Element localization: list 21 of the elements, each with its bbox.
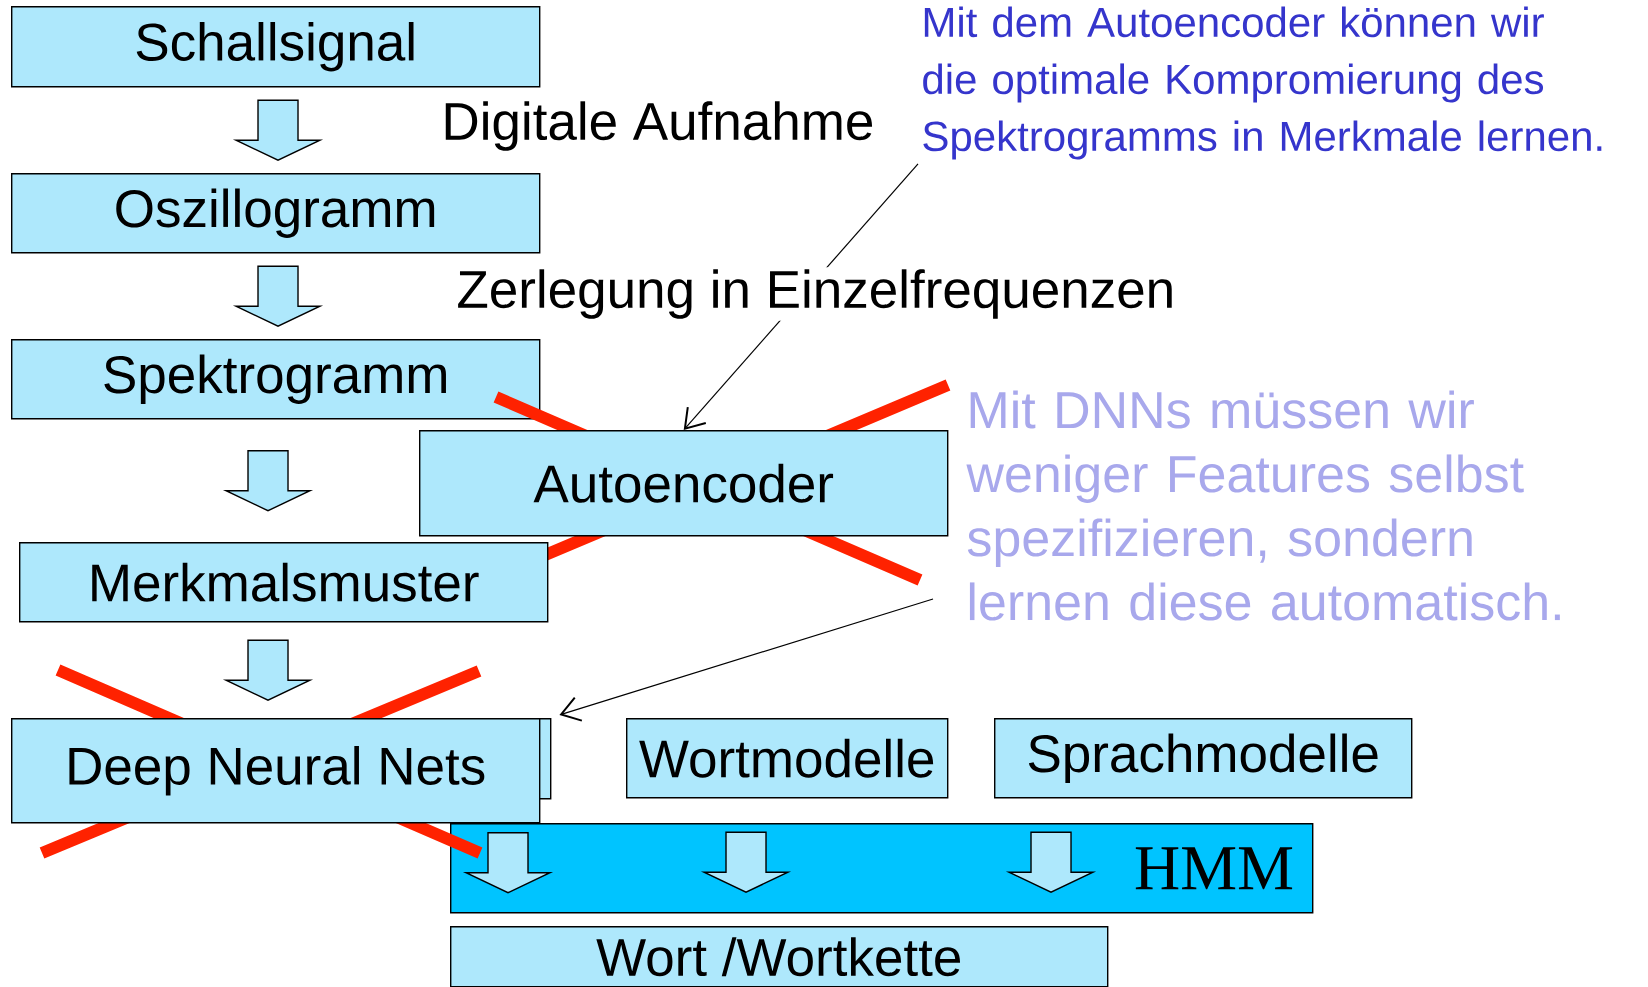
block-arrow bbox=[700, 831, 792, 893]
process-box: Merkmalsmuster bbox=[19, 542, 549, 623]
block-arrow bbox=[222, 450, 314, 512]
process-box: Sprachmodelle bbox=[994, 718, 1413, 799]
process-box: Schallsignal bbox=[11, 6, 541, 88]
block-arrow bbox=[222, 639, 314, 701]
process-box: Spektrogramm bbox=[11, 339, 541, 420]
step-label: Zerlegung in Einzelfrequenzen bbox=[454, 267, 1178, 321]
block-arrow bbox=[462, 832, 554, 894]
leader-line bbox=[559, 598, 934, 722]
process-box: Wort /Wortkette bbox=[450, 926, 1109, 987]
process-box: Oszillogramm bbox=[11, 173, 541, 254]
process-box: Autoencoder bbox=[419, 430, 949, 537]
hmm-band: HMM bbox=[450, 823, 1314, 914]
step-label: Digitale Aufnahme bbox=[439, 99, 877, 153]
block-arrow bbox=[232, 99, 324, 161]
block-arrow bbox=[1005, 831, 1097, 893]
annotation-text: Mit dem Autoencoder können wir die optimale Kompromierung des Spektrogramms in Merkmale lernen. bbox=[923, 6, 1602, 160]
process-box: Wortmodelle bbox=[626, 718, 949, 799]
block-arrow bbox=[232, 265, 324, 327]
annotation-text: Mit DNNs müssen wir weniger Features selbst spezifizieren, sondern lernen diese automatisch. bbox=[966, 390, 1560, 621]
